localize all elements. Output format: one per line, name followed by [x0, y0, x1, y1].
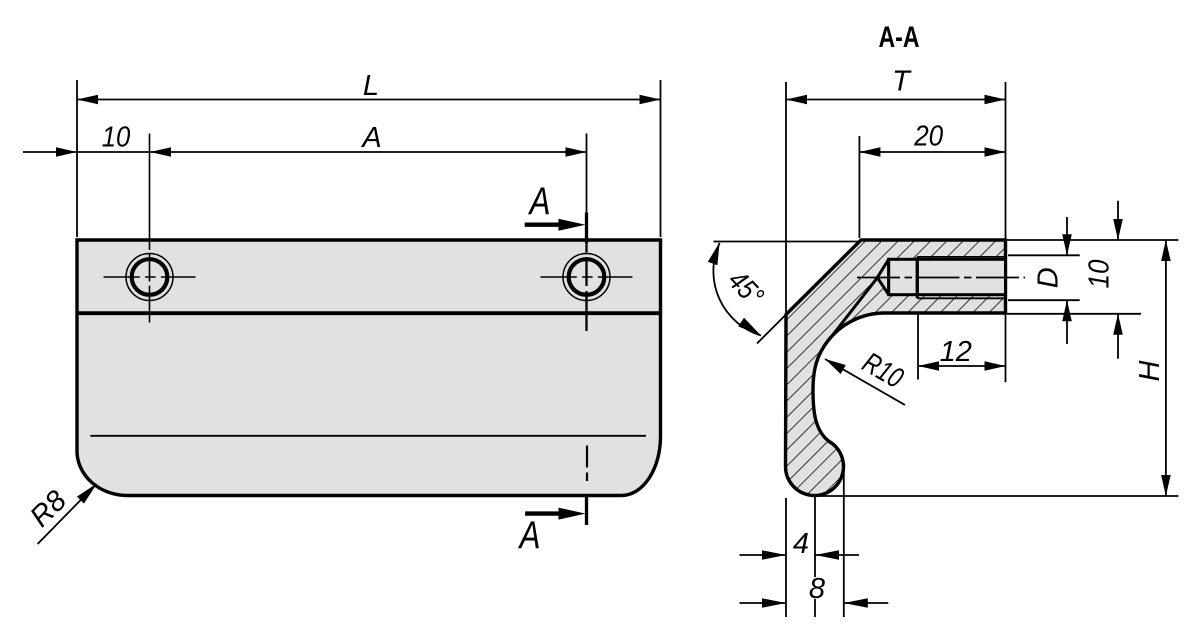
svg-text:10: 10	[1084, 260, 1116, 289]
svg-text:20: 20	[913, 121, 943, 153]
svg-text:10: 10	[102, 122, 131, 154]
svg-text:A: A	[518, 515, 541, 558]
svg-text:A-A: A-A	[879, 21, 920, 54]
svg-text:H: H	[1134, 360, 1166, 381]
svg-text:R10: R10	[857, 347, 909, 395]
svg-text:D: D	[1033, 267, 1065, 288]
svg-text:A: A	[528, 180, 551, 223]
svg-text:8: 8	[809, 573, 825, 605]
svg-text:12: 12	[940, 336, 972, 368]
svg-text:45°: 45°	[721, 265, 769, 313]
svg-text:R8: R8	[24, 485, 73, 534]
svg-text:A: A	[360, 122, 381, 154]
svg-text:L: L	[363, 70, 379, 102]
svg-text:T: T	[892, 66, 912, 98]
svg-text:4: 4	[793, 528, 809, 560]
